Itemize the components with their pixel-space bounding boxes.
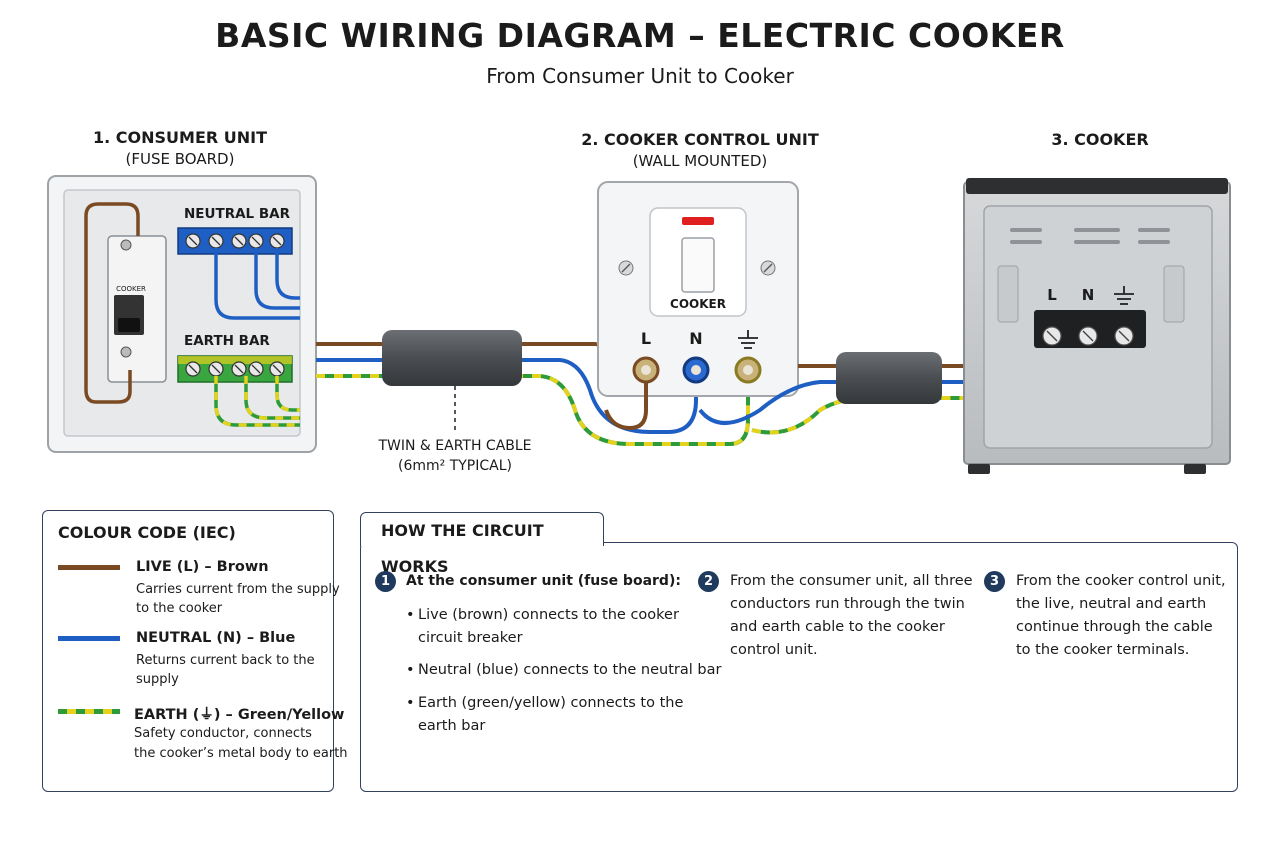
consumer-unit-heading: 1. CONSUMER UNIT — [92, 128, 268, 147]
page-title: BASIC WIRING DIAGRAM – ELECTRIC COOKER — [215, 16, 1065, 55]
step-1-bullet-1a: Live (brown) connects to the cooker — [418, 607, 679, 623]
cooker-heading: 3. COOKER — [1051, 130, 1149, 149]
cable-label-line1: TWIN & EARTH CABLE — [378, 438, 532, 454]
cable-sleeve-1 — [382, 330, 522, 386]
step-1-heading: At the consumer unit (fuse board): — [406, 573, 681, 589]
step-2-number: 2 — [698, 571, 719, 592]
step-1-number: 1 — [375, 571, 396, 592]
earth-symbol-icon — [738, 330, 758, 349]
cooker-switch — [681, 237, 715, 293]
step-3-line-4: to the cooker terminals. — [1016, 642, 1190, 658]
breaker-label: COOKER — [116, 285, 146, 293]
neutral-legend-name: NEUTRAL (N) – Blue — [136, 630, 296, 646]
control-unit-heading: 2. COOKER CONTROL UNIT — [581, 130, 819, 149]
wiring-diagram — [47, 175, 1231, 474]
colour-code-panel — [42, 510, 334, 792]
bullet-dot: • — [406, 695, 415, 711]
live-legend-name: LIVE (L) – Brown — [136, 559, 269, 575]
earth-legend-desc-2: the cooker’s metal body to earth — [134, 746, 348, 761]
step-3-line-2: the live, neutral and earth — [1016, 596, 1207, 612]
neutral-bar-label: NEUTRAL BAR — [184, 206, 290, 222]
control-terminal-l-label: L — [640, 329, 652, 348]
cooker-terminal-l-label: L — [1047, 286, 1057, 304]
step-3-number: 3 — [984, 571, 1005, 592]
colour-code-title: COLOUR CODE (IEC) — [58, 523, 236, 542]
step-2-line-4: control unit. — [730, 642, 818, 658]
neutral-legend-desc-2: supply — [136, 672, 179, 687]
step-3-line-1: From the cooker control unit, — [1016, 573, 1226, 589]
step-1-bullet-3a: Earth (green/yellow) connects to the — [418, 695, 684, 711]
neutral-colour-swatch — [58, 636, 120, 641]
step-2-line-2: conductors run through the twin — [730, 596, 965, 612]
bullet-dot: • — [406, 607, 415, 623]
live-legend-desc-2: to the cooker — [136, 601, 223, 616]
earth-legend-name: EARTH (⏚) – Green/Yellow — [134, 707, 345, 723]
cable-sleeve-2 — [836, 352, 942, 404]
switch-label: COOKER — [670, 297, 726, 311]
earth-legend-desc-1: Safety conductor, connects — [134, 726, 312, 741]
live-legend-desc-1: Carries current from the supply — [136, 582, 340, 597]
step-1-bullet-2: Neutral (blue) connects to the neutral b… — [418, 662, 722, 678]
step-1-bullet-1b: circuit breaker — [418, 630, 523, 646]
page-subtitle: From Consumer Unit to Cooker — [486, 64, 794, 88]
cooker-earth-symbol-icon — [1114, 286, 1134, 305]
neutral-legend-desc-1: Returns current back to the — [136, 653, 315, 668]
consumer-unit-subheading: (FUSE BOARD) — [125, 150, 235, 168]
cable-label-line2: (6mm² TYPICAL) — [398, 458, 512, 474]
step-2-line-1: From the consumer unit, all three — [730, 573, 973, 589]
control-terminal-n-label: N — [689, 329, 703, 348]
how-circuit-works-title: HOW THE CIRCUIT WORKS — [360, 512, 604, 576]
control-unit-subheading: (WALL MOUNTED) — [632, 152, 768, 170]
how-circuit-works-panel — [360, 542, 1238, 792]
bullet-dot: • — [406, 662, 415, 678]
step-2-line-3: and earth cable to the cooker — [730, 619, 945, 635]
earth-bar-label: EARTH BAR — [184, 333, 270, 349]
earth-colour-swatch — [58, 709, 120, 714]
step-3-line-3: continue through the cable — [1016, 619, 1213, 635]
live-colour-swatch — [58, 565, 120, 570]
indicator-light — [682, 217, 714, 225]
step-1-bullet-3b: earth bar — [418, 718, 486, 734]
cooker-terminal-n-label: N — [1081, 286, 1095, 304]
